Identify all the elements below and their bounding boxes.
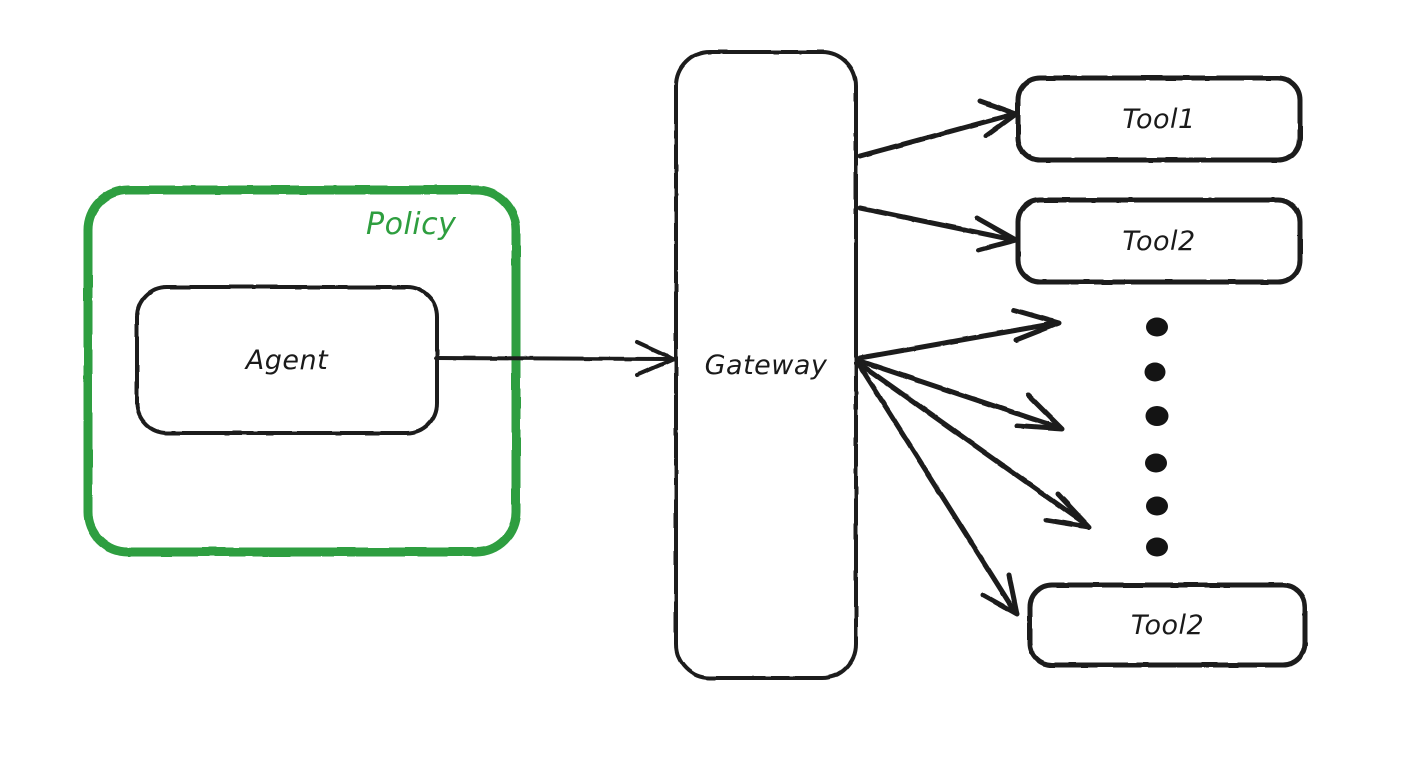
edge-gateway-fan-1: [857, 307, 1062, 361]
policy-group-border: [83, 185, 521, 557]
edge-gateway-to-tool2-top: [857, 205, 1019, 253]
edge-gateway-to-tool1: [857, 98, 1019, 159]
gateway-node-label: Gateway: [704, 349, 828, 381]
ellipsis-dot: [1144, 362, 1166, 382]
gateway-node-shape[interactable]: [674, 50, 858, 680]
tool1-node-label: Tool1: [1122, 103, 1196, 135]
tool1-node-shape[interactable]: [1015, 75, 1303, 163]
ellipsis-dot: [1146, 317, 1168, 337]
vertical-ellipsis-dots: [1144, 317, 1169, 557]
agent-node-label: Agent: [245, 344, 329, 376]
ellipsis-dot: [1146, 537, 1168, 557]
edge-gateway-fan-4: [857, 363, 1020, 617]
tool2-bottom-node-label: Tool2: [1130, 609, 1205, 641]
edge-gateway-fan-3: [857, 361, 1092, 530]
edge-gateway-fan-2: [857, 358, 1065, 432]
ellipsis-dot: [1145, 406, 1169, 426]
edge-agent-to-gateway: [434, 340, 676, 377]
ellipsis-dot: [1145, 453, 1167, 473]
ellipsis-dot: [1146, 496, 1168, 516]
tool2-top-node-label: Tool2: [1122, 225, 1196, 257]
tool2-bottom-node-shape[interactable]: [1027, 582, 1308, 668]
policy-group-label: Policy: [366, 207, 457, 242]
